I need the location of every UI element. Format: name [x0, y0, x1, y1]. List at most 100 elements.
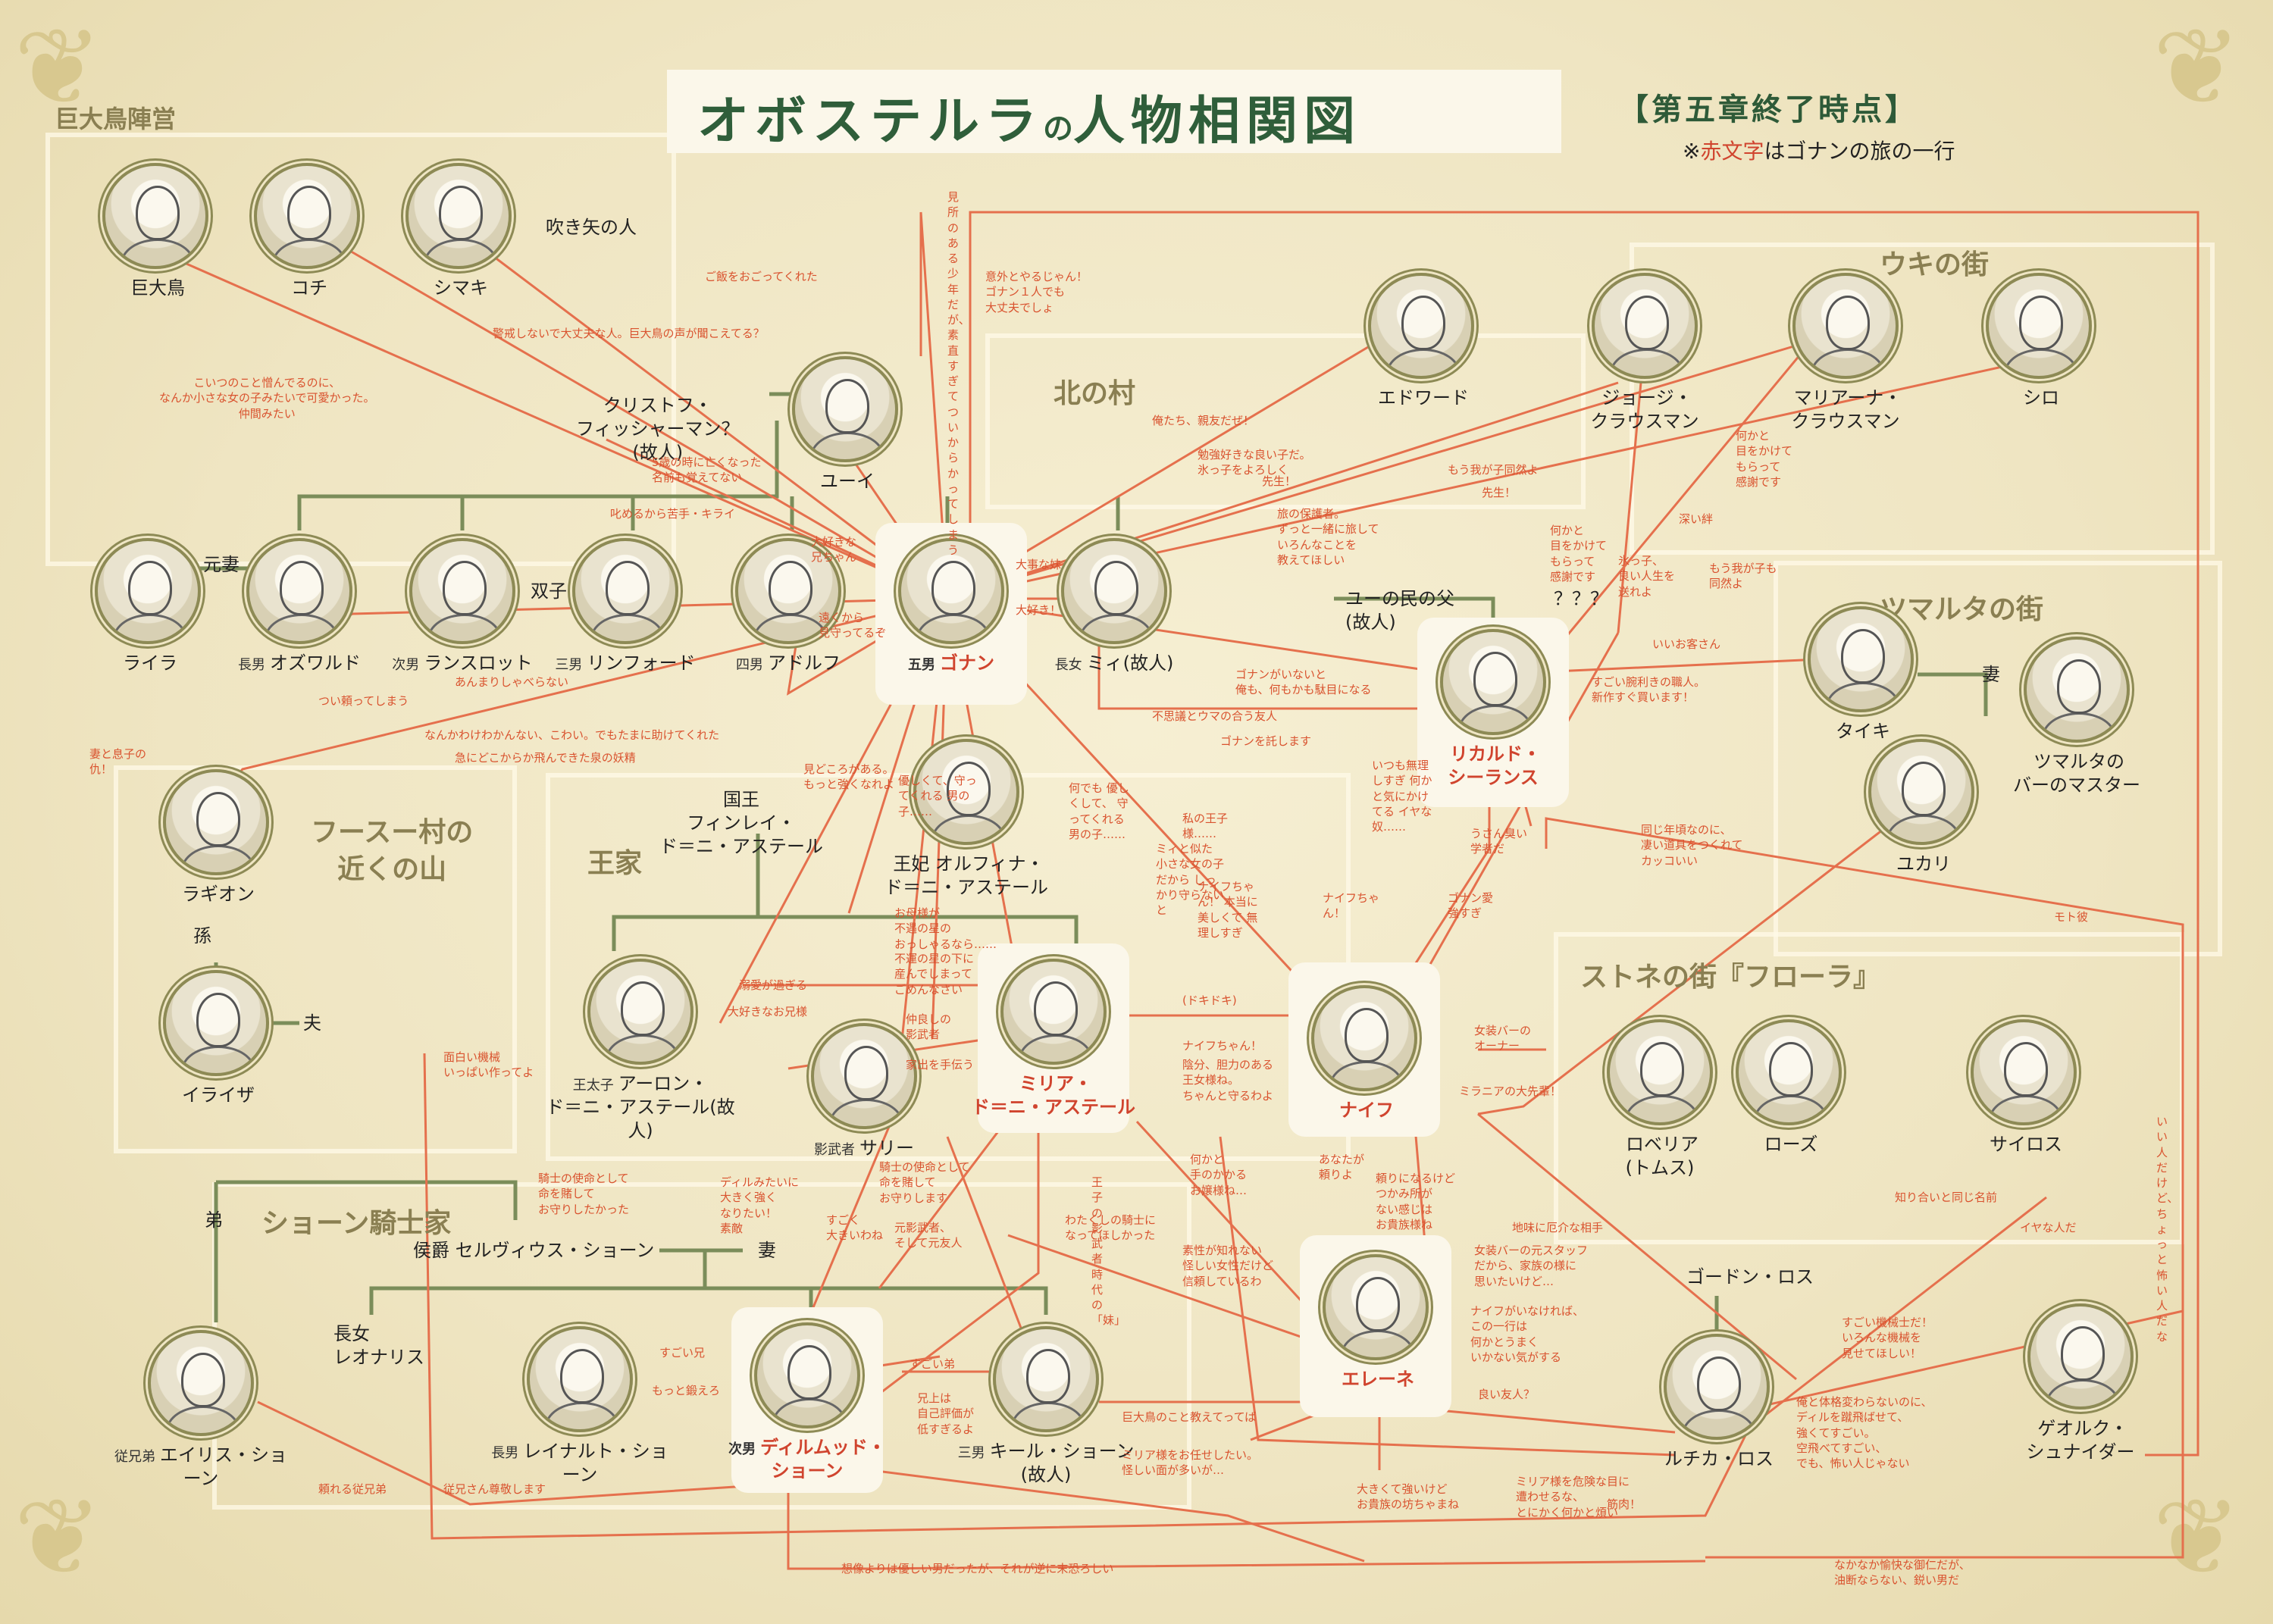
relation-note: ミリア様を危険な目に 遭わせるな、 とにかく何かと煩い [1516, 1475, 1630, 1519]
character-raira: ライラ [53, 538, 243, 675]
relation-note: あなたが 頼りよ [1319, 1153, 1365, 1182]
relation-note: すごい兄 [659, 1346, 706, 1360]
portrait [246, 538, 352, 644]
character-shiro: シロ [1944, 273, 2134, 410]
relation-arrow [1552, 340, 1813, 652]
relation-note: お母様が 不遇の星の おっしゃるなら…… [894, 906, 997, 951]
relation-arrow [1477, 813, 1903, 1116]
portrait [405, 163, 512, 269]
ornament-icon: ❦ [14, 1476, 103, 1600]
relation-note: 優しくて、守ってくれる 男の子…… [898, 774, 977, 818]
page-subtitle: 【第五章終了時点】 [1618, 92, 1918, 127]
character-miria: ミリア・ ド＝ニ・アステール [959, 959, 1148, 1119]
page-title: オボステルラの人物相関図 [697, 92, 1362, 152]
portrait [572, 538, 678, 644]
relation-note: (ドキドキ) [1182, 993, 1237, 1007]
portrait [1808, 606, 1914, 712]
relation-note: ゴナンを託します [1220, 734, 1312, 748]
relation-arrow [1219, 1136, 1676, 1457]
character-kyodaicho: 巨大鳥 [61, 163, 250, 300]
relation-arrow [1408, 632, 1620, 1001]
relation-note: いつも無理しすぎ 何かと気にかけてる イヤな奴…… [1372, 759, 1432, 834]
relation-note: 面白い機械 いっぱい作ってよ [443, 1050, 534, 1080]
relation-note: 何かと 目をかけて もらって 感謝です [1550, 524, 1608, 584]
relation-note: 地味に厄介な相手 [1512, 1221, 1604, 1234]
relation-note: 大好きなお兄様 [728, 1005, 808, 1019]
region-label-sutone: ストネの街『フローラ』 [1580, 962, 1881, 993]
relation-note: 女装バーの元スタッフ だから、家族の様に 思いたいけど… [1474, 1244, 1589, 1288]
relation-note: もっと鍛えろ [652, 1384, 721, 1397]
relation-note: 頼れる従兄弟 [318, 1482, 387, 1496]
relation-note: 見所のある少年だが、 素直すぎてついからかってしまう [947, 190, 970, 557]
relation-note: 仲良しの 影武者 [906, 1012, 952, 1042]
family-line [369, 1250, 1048, 1315]
portrait [1607, 1019, 1713, 1125]
relation-note: もう我が子も 同然よ [1709, 562, 1777, 591]
portrait [1664, 1334, 1770, 1440]
relation-arrow [947, 597, 1456, 676]
relation-note: 見どころがある。 もっと強くなれよ [803, 762, 895, 792]
family-line [297, 421, 779, 530]
character-erene: エレーネ [1281, 1254, 1470, 1391]
relation-note: 陰分、胆力のある 王女様ね。 ちゃんと守るわよ [1182, 1058, 1274, 1103]
character-taiki: タイキ [1766, 606, 1955, 743]
legend: ※赤文字はゴナンの旅の一行 [1683, 139, 1955, 164]
character-oswald: 長男オズワルド [205, 538, 394, 675]
relation-note: イヤな人だ [2020, 1221, 2077, 1234]
relation-note: ナイフちゃん！ [1182, 1039, 1263, 1053]
relation-arrow [947, 381, 1619, 600]
relation-arrow [1477, 1112, 1797, 1381]
relation-note: うさん臭い 学者だ [1470, 827, 1528, 856]
portrait [409, 538, 515, 644]
character-dirumuddo: 次男ディルムッド・ ショーン [712, 1322, 902, 1483]
relation-note: つい頼ってしまう [318, 694, 409, 708]
relation-note: 俺と体格変わらないのに、 ディルを蹴飛ばせて、 強くてすごい。 空飛べてすごい、… [1796, 1395, 1933, 1470]
character-ricardo: リカルド・ シーランス [1398, 629, 1588, 790]
relation-note: 深い絆 [1679, 512, 1714, 526]
label-fukiya: 吹き矢の人 [546, 217, 637, 238]
character-edward: エドワード [1326, 273, 1516, 410]
relation-arrow [1617, 340, 1646, 634]
relation-note: 何かと 目をかけて もらって 感謝です [1736, 429, 1793, 489]
character-airisu: 従兄弟エイリス・ショーン [106, 1330, 296, 1491]
relation-note: 頼りになるけど つかみ所が ない感じは お貴族様ね [1376, 1172, 1456, 1231]
portrait [148, 1330, 254, 1436]
relation-note: 俺たち、親友だぜ！ [1152, 414, 1255, 427]
portrait [1736, 1019, 1842, 1125]
relation-note: 旅の保護者。 ずっと一緒に旅して いろんなことを 教えてほしい [1277, 507, 1379, 567]
character-naifu: ナイフ [1270, 985, 1459, 1122]
relation-arrow [484, 249, 948, 600]
portrait [735, 538, 841, 644]
relation-note: ナイフちゃん！ 本当に美しくて 無理しすぎ [1198, 880, 1258, 940]
region-label-uki: ウキの街 [1880, 249, 1990, 280]
portrait [811, 1023, 917, 1129]
portrait [792, 356, 898, 462]
character-kochi: コチ [212, 163, 402, 300]
relation-note: 氷っ子、 良い人生を 送れよ [1618, 554, 1676, 599]
relation-note: 王子の影武者時代の「妹」 [1091, 1175, 1126, 1328]
portrait [1000, 959, 1107, 1065]
character-mii: 長女ミィ(故人) [1019, 538, 1209, 675]
region-frame-tsumaruta [1774, 561, 2222, 956]
label-leonaris: 長女 レオナリス [333, 1323, 424, 1369]
portrait [1971, 1019, 2077, 1125]
relation-note: 筋肉！ [1607, 1497, 1642, 1511]
relation-note: 元影武者、 そして元友人 [894, 1221, 963, 1250]
character-rufika: ルチカ・ロス [1622, 1334, 1811, 1471]
label-tsuma2: 妻 [758, 1240, 776, 1261]
character-georuku: ゲオルク・ シュナイダー [1986, 1303, 2175, 1464]
relation-note: 大事な妹 [1016, 558, 1062, 571]
label-otto: 夫 [303, 1012, 321, 1034]
portrait [527, 1326, 633, 1432]
region-frame-fusu [114, 765, 517, 1153]
portrait [1061, 538, 1167, 644]
region-frame-kita [985, 333, 1586, 509]
relation-note: 兄上は 自己評価が 低すぎるよ [917, 1391, 975, 1436]
relation-note: 良い友人？ [1478, 1388, 1536, 1401]
character-aron: 王太子アーロン・ ド＝ニ・アステール(故人) [546, 959, 735, 1144]
relation-note: 5歳の時に亡くなった 名前も覚えてない [652, 455, 762, 485]
relation-arrow [919, 211, 949, 599]
relation-arrow [787, 1470, 1706, 1570]
relation-note: なんかわけわかんない、こわい。でもたまに助けてくれた [424, 728, 720, 742]
